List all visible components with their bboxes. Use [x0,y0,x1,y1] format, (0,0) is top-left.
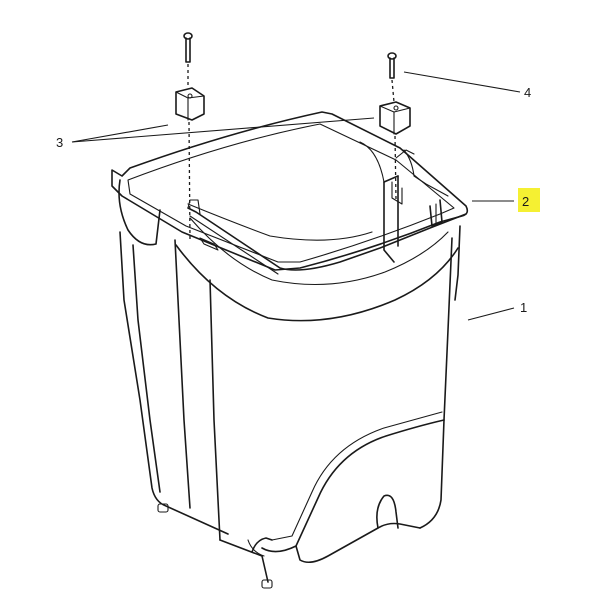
screw-right [387,52,397,79]
callout-label-4: 4 [524,85,531,100]
alignment-lines [187,64,397,241]
callout-label-3: 3 [56,135,63,150]
callout-3: 3 [56,135,63,150]
bin-body [118,179,461,589]
clip-left [175,87,205,121]
clip-right [379,101,411,135]
callout-4: 4 [524,85,531,100]
screw-left [183,32,193,63]
callout-2-highlight [518,188,540,212]
callout-2: 2 [518,188,540,212]
callout-1: 1 [520,300,527,315]
leader-lines [71,71,521,321]
callout-label-2: 2 [522,194,529,209]
callout-label-1: 1 [520,300,527,315]
top-frame [111,111,469,275]
